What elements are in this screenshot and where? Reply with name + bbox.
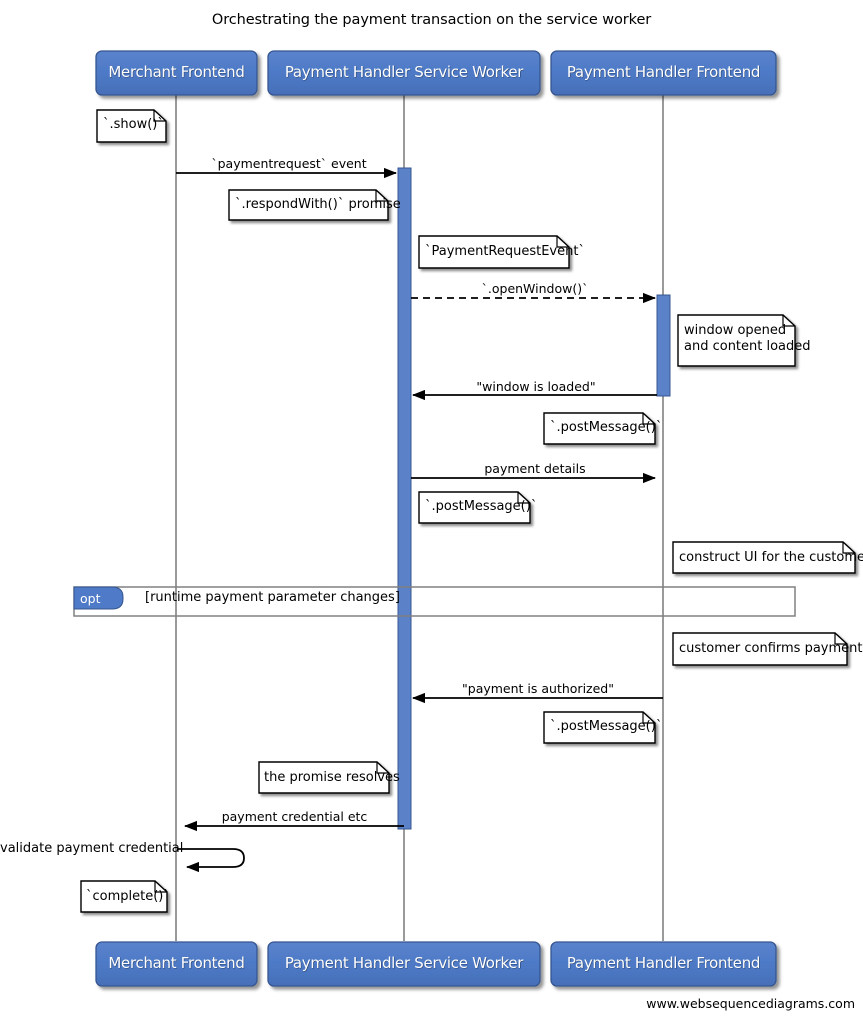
arrow-validate-payment-credential-self-loop xyxy=(177,848,245,873)
note-construct-ui-shape xyxy=(672,541,856,574)
participant-box-merchant-bottom[interactable] xyxy=(95,941,258,987)
opt-tab-shape xyxy=(73,586,124,610)
note-paymentrequestevent-shape xyxy=(418,235,570,269)
opt-fragment-tag: opt xyxy=(80,591,101,606)
note-label-customer-confirms-payment: customer confirms payment xyxy=(679,641,863,656)
message-label-payment-details: payment details xyxy=(484,461,586,476)
note-label-the-promise-resolves: the promise resolves xyxy=(264,770,400,785)
activation-bar-payment-handler-frontend xyxy=(656,294,671,397)
participant-box-merchant-top[interactable] xyxy=(95,50,258,96)
participant-box-service-worker-bottom[interactable] xyxy=(267,941,541,987)
participant-label-frontend-bottom: Payment Handler Frontend xyxy=(566,954,761,972)
participant-label-frontend-top: Payment Handler Frontend xyxy=(566,63,761,81)
participant-label-service-worker-top: Payment Handler Service Worker xyxy=(284,63,524,81)
page-title: Orchestrating the payment transaction on… xyxy=(211,12,652,28)
note-label-paymentrequestevent: `PaymentRequestEvent` xyxy=(425,244,585,259)
participant-box-frontend-top[interactable] xyxy=(550,50,777,96)
participant-box-service-worker-top[interactable] xyxy=(267,50,541,96)
participant-box-frontend-bottom[interactable] xyxy=(550,941,777,987)
note-postmessage-3-shape xyxy=(543,711,656,744)
note-the-promise-resolves-shape xyxy=(258,761,390,794)
opt-fragment-frame xyxy=(73,586,796,617)
note-postmessage-2-shape xyxy=(418,491,531,524)
note-label-complete: `complete()` xyxy=(86,889,170,904)
note-postmessage-1-shape xyxy=(543,412,656,445)
message-label-paymentrequest-event: `paymentrequest` event xyxy=(211,156,367,171)
participant-label-merchant-top: Merchant Frontend xyxy=(108,63,245,81)
message-label-payment-credential-etc: payment credential etc xyxy=(221,809,368,824)
note-label-window-opened-line2: and content loaded xyxy=(684,339,811,354)
note-label-postmessage-3: `.postMessage()` xyxy=(550,719,663,734)
note-customer-confirms-payment-shape xyxy=(672,632,848,666)
participant-boxes-top xyxy=(95,50,777,96)
note-window-opened-shape xyxy=(677,314,796,367)
notes xyxy=(80,109,856,913)
footer-watermark: www.websequencediagrams.com xyxy=(646,996,855,1011)
message-label-payment-is-authorized: "payment is authorized" xyxy=(462,681,614,696)
note-label-postmessage-2: `.postMessage()` xyxy=(425,499,538,514)
note-respondwith-promise-shape xyxy=(228,189,389,221)
note-label-window-opened-line1: window opened xyxy=(684,323,787,338)
message-label-window-is-loaded: "window is loaded" xyxy=(476,379,596,394)
participant-label-service-worker-bottom: Payment Handler Service Worker xyxy=(284,954,524,972)
note-label-respondwith-promise: `.respondWith()` promise xyxy=(235,197,401,212)
note-label-construct-ui: construct UI for the customer xyxy=(679,550,863,565)
note-label-show: `.show()` xyxy=(103,117,164,132)
message-label-open-window: `.openWindow()` xyxy=(481,281,589,296)
message-arrows xyxy=(176,167,663,873)
message-label-validate-payment-credential: validate payment credential xyxy=(0,841,184,856)
opt-fragment-guard: [runtime payment parameter changes] xyxy=(145,590,400,605)
note-show-shape xyxy=(96,109,167,143)
participant-label-merchant-bottom: Merchant Frontend xyxy=(108,954,245,972)
note-complete-shape xyxy=(80,880,168,913)
participant-boxes-bottom xyxy=(95,941,777,987)
activation-bars xyxy=(397,167,671,830)
activation-bar-service-worker xyxy=(397,167,412,830)
note-label-postmessage-1: `.postMessage()` xyxy=(550,420,663,435)
